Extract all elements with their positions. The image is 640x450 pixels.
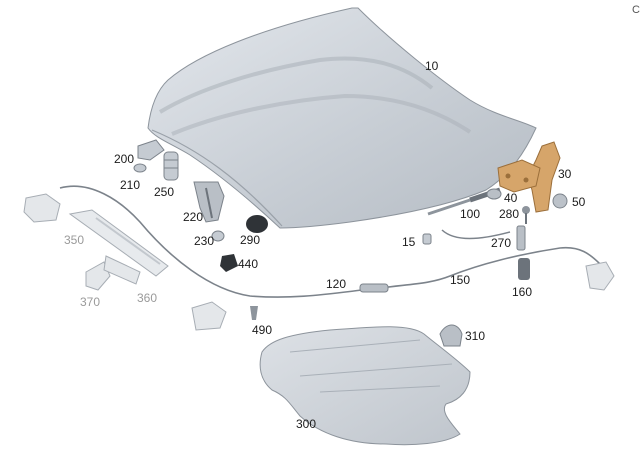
label-300: 300 xyxy=(296,417,317,431)
label-220: 220 xyxy=(183,210,204,224)
part-280 xyxy=(522,206,530,224)
label-50: 50 xyxy=(572,195,586,209)
label-200: 200 xyxy=(114,152,135,166)
label-40: 40 xyxy=(504,191,518,205)
label-120: 120 xyxy=(326,277,347,291)
part-370 xyxy=(85,255,141,291)
part-210 xyxy=(133,163,147,173)
label-230: 230 xyxy=(194,234,215,248)
label-350: 350 xyxy=(64,233,85,247)
cable-270 xyxy=(441,225,526,251)
label-210: 210 xyxy=(120,178,141,192)
lock-350 xyxy=(23,193,61,223)
insulation-mat xyxy=(259,326,471,446)
label-270: 270 xyxy=(491,236,512,250)
label-310: 310 xyxy=(465,329,486,343)
hood-hinge xyxy=(497,141,561,213)
latch-right xyxy=(585,261,615,291)
part-160 xyxy=(518,258,530,280)
part-15 xyxy=(422,233,432,245)
label-360: 360 xyxy=(137,291,158,305)
part-50 xyxy=(552,193,568,209)
label-440: 440 xyxy=(238,257,259,271)
release-cable xyxy=(59,185,601,298)
part-290 xyxy=(246,215,268,233)
label-150: 150 xyxy=(450,273,471,287)
part-310 xyxy=(439,324,463,347)
part-40 xyxy=(486,188,502,200)
label-490: 490 xyxy=(252,323,273,337)
label-10: 10 xyxy=(425,59,439,73)
part-230 xyxy=(211,230,225,242)
part-250 xyxy=(163,151,179,181)
latch-left xyxy=(191,301,227,331)
label-250: 250 xyxy=(154,185,175,199)
latch-bracket xyxy=(193,181,225,223)
seal-strip-360 xyxy=(68,209,169,277)
hood-panel xyxy=(147,7,537,229)
label-30: 30 xyxy=(558,167,572,181)
label-160: 160 xyxy=(512,285,533,299)
part-440 xyxy=(220,254,238,272)
label-370: 370 xyxy=(80,295,101,309)
corner-mark: C xyxy=(632,4,640,16)
part-490 xyxy=(250,306,258,320)
label-280: 280 xyxy=(499,207,520,221)
label-15: 15 xyxy=(402,235,416,249)
label-100: 100 xyxy=(460,207,481,221)
part-200 xyxy=(137,139,165,161)
label-290: 290 xyxy=(240,233,261,247)
